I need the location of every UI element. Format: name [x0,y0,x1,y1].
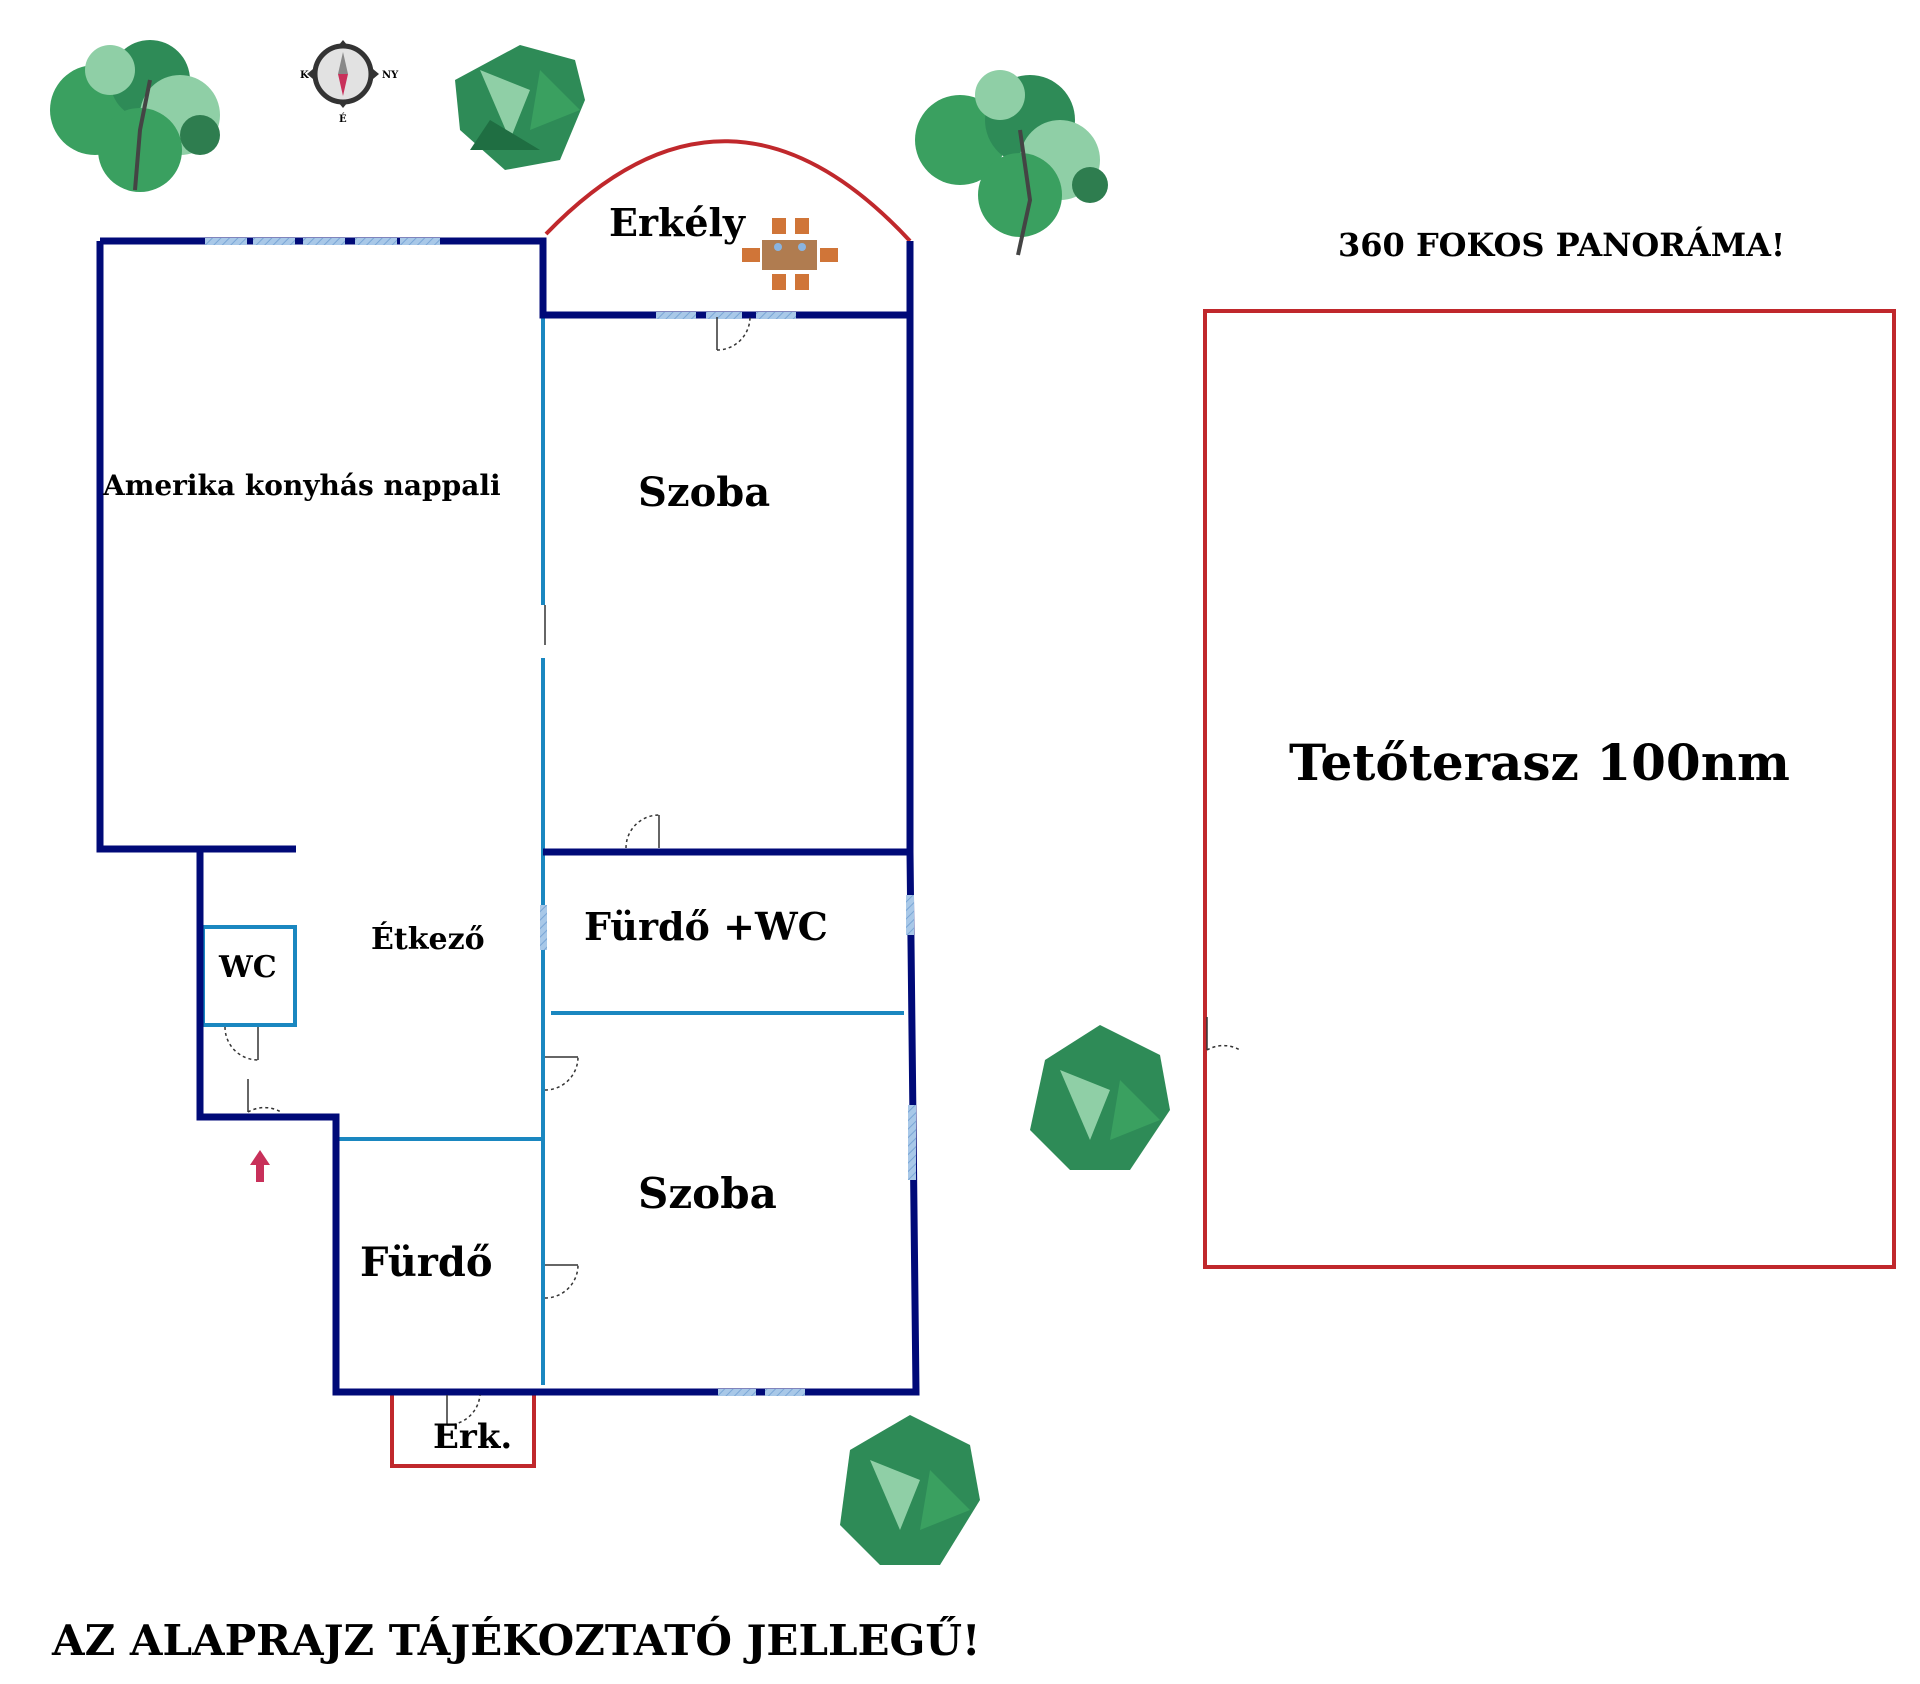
room-label-living: Amerika konyhás nappali [102,469,501,502]
terrace-outline [1203,309,1896,1269]
room-label-wc: WC [218,950,277,985]
doors [224,316,1241,1426]
outer-walls [96,237,920,1396]
windows [205,238,916,1396]
compass-label-k: K [300,70,309,81]
compass-label-e: É [339,113,347,125]
room-label-room1: Szoba [638,469,770,516]
panorama-title: 360 FOKOS PANORÁMA! [1338,226,1785,264]
compass-icon: K NY É [300,40,399,125]
disclaimer-text: AZ ALAPRAJZ TÁJÉKOZTATÓ JELLEGŰ! [51,1615,980,1665]
room-label-room2: Szoba [638,1169,777,1218]
room-label-bath-wc: Fürdő +WC [584,904,828,949]
dining-table-icon [742,218,838,290]
tree-icon [840,1415,980,1565]
room-label-balcony: Erkély [609,200,746,245]
compass-label-ny: NY [382,70,399,81]
room-label-small-balcony: Erk. [433,1417,512,1457]
tree-icon [915,70,1108,256]
interior-walls [201,315,904,1385]
balcony-outline [544,139,912,243]
small-balcony-outline [390,1392,536,1468]
room-label-bath: Fürdő [360,1239,493,1286]
tree-icon [1030,1025,1170,1170]
tree-icon [50,40,220,192]
room-label-dining: Étkező [371,921,485,957]
tree-icon [455,45,585,170]
entrance-arrow-icon [250,1150,270,1182]
room-label-terrace: Tetőterasz 100nm [1289,733,1790,792]
